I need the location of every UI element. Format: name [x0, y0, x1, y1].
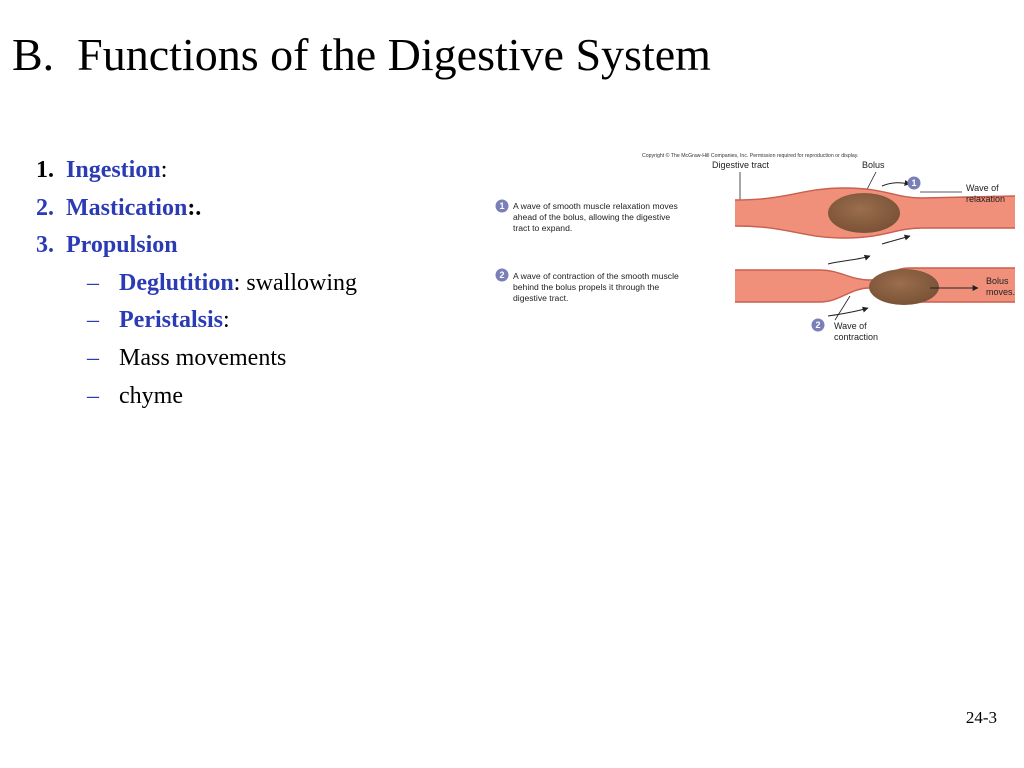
label-bolus: Bolus [862, 160, 885, 170]
step-1-line-1: A wave of smooth muscle relaxation moves [513, 201, 678, 211]
step-badge-1 [495, 199, 509, 213]
label-wave-contraction-1: Wave of [834, 321, 867, 331]
bolus-moving [869, 269, 939, 305]
step-2-line-1: A wave of contraction of the smooth musc… [513, 271, 679, 281]
slide-title: B. Functions of the Digestive System [12, 29, 711, 80]
list-number: 3. [36, 232, 54, 259]
sub-item-peristalsis: –Peristalsis: [36, 302, 357, 340]
term-mastication: Mastication [66, 194, 188, 221]
dash-bullet: – [87, 269, 99, 296]
step-1-line-2: ahead of the bolus, allowing the digesti… [513, 212, 670, 222]
step-number-2: 2 [499, 270, 504, 280]
step-2-line-3: digestive tract. [513, 293, 568, 303]
term-peristalsis: Peristalsis [119, 307, 223, 334]
term-ingestion: Ingestion [66, 157, 161, 183]
step-badge-2 [495, 268, 509, 282]
list-item-mastication: 2. Mastication:. [36, 190, 357, 228]
step-2-caption: 2 A wave of contraction of the smooth mu… [495, 268, 679, 303]
relaxation-arrow-bottom [881, 234, 911, 245]
tract-step-number-1: 1 [911, 178, 916, 188]
term-suffix: : [222, 307, 230, 334]
function-list: 1. Ingestion: 2. Mastication:. 3. Propul… [36, 152, 357, 415]
tract-step-badge-2 [811, 318, 825, 332]
term-definition: : swallowing [233, 269, 357, 296]
sub-item-chyme: –chyme [36, 378, 357, 416]
label-bolus-moves-2: moves. [986, 287, 1015, 297]
sub-item-text: chyme [119, 382, 183, 409]
label-digestive-tract: Digestive tract [712, 160, 770, 170]
label-wave-relaxation-2: relaxation [966, 194, 1005, 204]
page-number: 24-3 [965, 708, 997, 727]
tract-step-number-2: 2 [815, 320, 820, 330]
label-bolus-moves-1: Bolus [986, 276, 1009, 286]
term-propulsion: Propulsion [66, 232, 178, 259]
sub-item-deglutition: –Deglutition: swallowing [36, 265, 357, 303]
step-1-line-3: tract to expand. [513, 223, 572, 233]
leader-wave-contraction [834, 295, 851, 321]
dash-bullet: – [87, 382, 99, 409]
tract-step-badge-1 [907, 176, 921, 190]
step-2-line-2: behind the bolus propels it through the [513, 282, 659, 292]
copyright-notice: Copyright © The McGraw-Hill Companies, I… [642, 152, 858, 159]
sub-item-text: Mass movements [119, 344, 287, 371]
step-number-1: 1 [499, 201, 504, 211]
sub-item-mass-movements: –Mass movements [36, 340, 357, 378]
term-suffix: :. [187, 194, 202, 221]
step-1-caption: 1 A wave of smooth muscle relaxation mov… [495, 199, 678, 233]
label-wave-contraction-2: contraction [834, 332, 878, 342]
list-number: 1. [36, 157, 54, 183]
term-deglutition: Deglutition [119, 269, 234, 296]
list-item-propulsion: 3. Propulsion [36, 227, 357, 265]
dash-bullet: – [87, 344, 99, 371]
peristalsis-figure: Copyright © The McGraw-Hill Companies, I… [495, 152, 1016, 342]
contraction-arrow-bottom [827, 306, 869, 317]
contraction-arrow-top [827, 254, 871, 265]
list-item-ingestion: 1. Ingestion: [36, 152, 357, 190]
dash-bullet: – [87, 307, 99, 334]
relaxation-arrow-top [881, 179, 911, 187]
tract-wall-edge [734, 187, 1016, 239]
bolus [828, 193, 900, 233]
term-suffix: : [160, 157, 168, 183]
label-wave-relaxation-1: Wave of [966, 183, 999, 193]
list-number: 2. [36, 194, 54, 221]
